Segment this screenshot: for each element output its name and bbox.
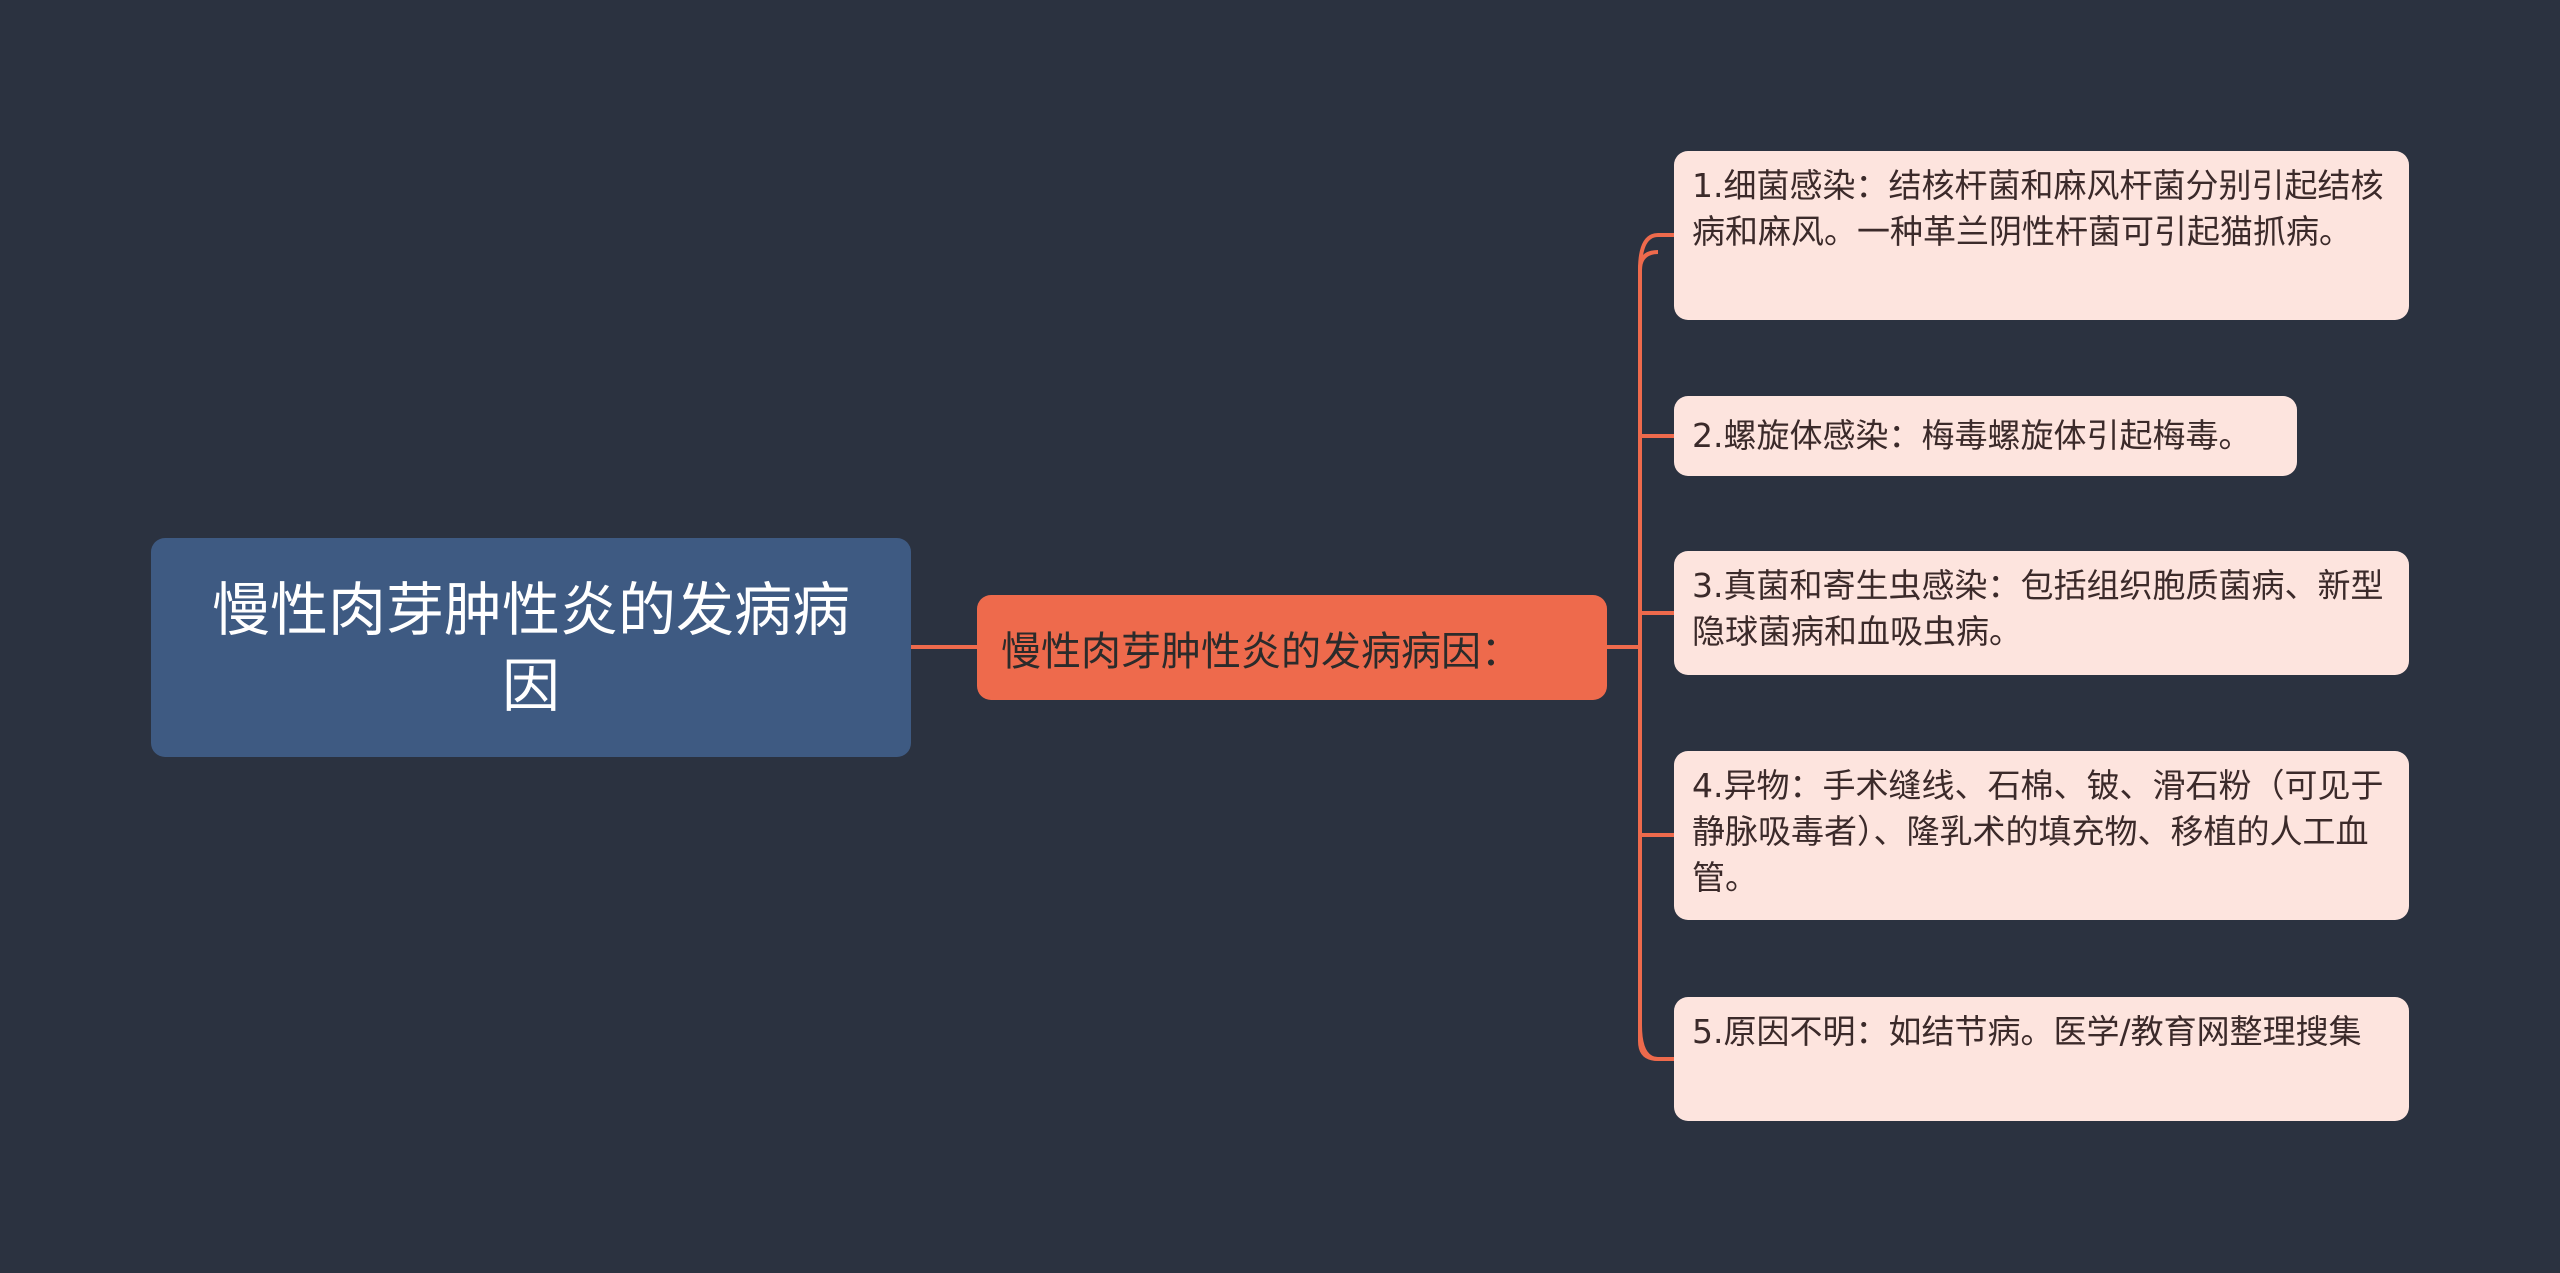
connector-spine — [1638, 250, 1659, 1061]
leaf-topic-2-label: 2.螺旋体感染：梅毒螺旋体引起梅毒。 — [1692, 416, 2252, 455]
connector-leaf-1-curve — [1638, 233, 1659, 271]
leaf-topic-1-label: 1.细菌感染：结核杆菌和麻风杆菌分别引起结核病和麻风。一种革兰阴性杆菌可引起猫抓… — [1692, 166, 2384, 251]
leaf-topic-5[interactable]: 5.原因不明：如结节病。医学/教育网整理搜集 — [1674, 997, 2409, 1121]
leaf-topic-5-label: 5.原因不明：如结节病。医学/教育网整理搜集 — [1692, 1012, 2362, 1051]
branch-topic[interactable]: 慢性肉芽肿性炎的发病病因： — [977, 595, 1607, 700]
leaf-topic-4[interactable]: 4.异物：手术缝线、石棉、铍、滑石粉（可见于静脉吸毒者）、隆乳术的填充物、移植的… — [1674, 751, 2409, 920]
leaf-topic-2[interactable]: 2.螺旋体感染：梅毒螺旋体引起梅毒。 — [1674, 396, 2297, 476]
branch-topic-label: 慢性肉芽肿性炎的发病病因： — [1001, 628, 1521, 675]
leaf-topic-3[interactable]: 3.真菌和寄生虫感染：包括组织胞质菌病、新型隐球菌病和血吸虫病。 — [1674, 551, 2409, 675]
connector-leaf-5-curve — [1638, 1024, 1674, 1061]
leaf-topic-1[interactable]: 1.细菌感染：结核杆菌和麻风杆菌分别引起结核病和麻风。一种革兰阴性杆菌可引起猫抓… — [1674, 151, 2409, 320]
root-topic-label: 慢性肉芽肿性炎的发病病因 — [211, 575, 850, 720]
root-topic[interactable]: 慢性肉芽肿性炎的发病病因 — [151, 538, 911, 757]
leaf-topic-4-label: 4.异物：手术缝线、石棉、铍、滑石粉（可见于静脉吸毒者）、隆乳术的填充物、移植的… — [1692, 766, 2384, 897]
leaf-topic-3-label: 3.真菌和寄生虫感染：包括组织胞质菌病、新型隐球菌病和血吸虫病。 — [1692, 566, 2384, 651]
